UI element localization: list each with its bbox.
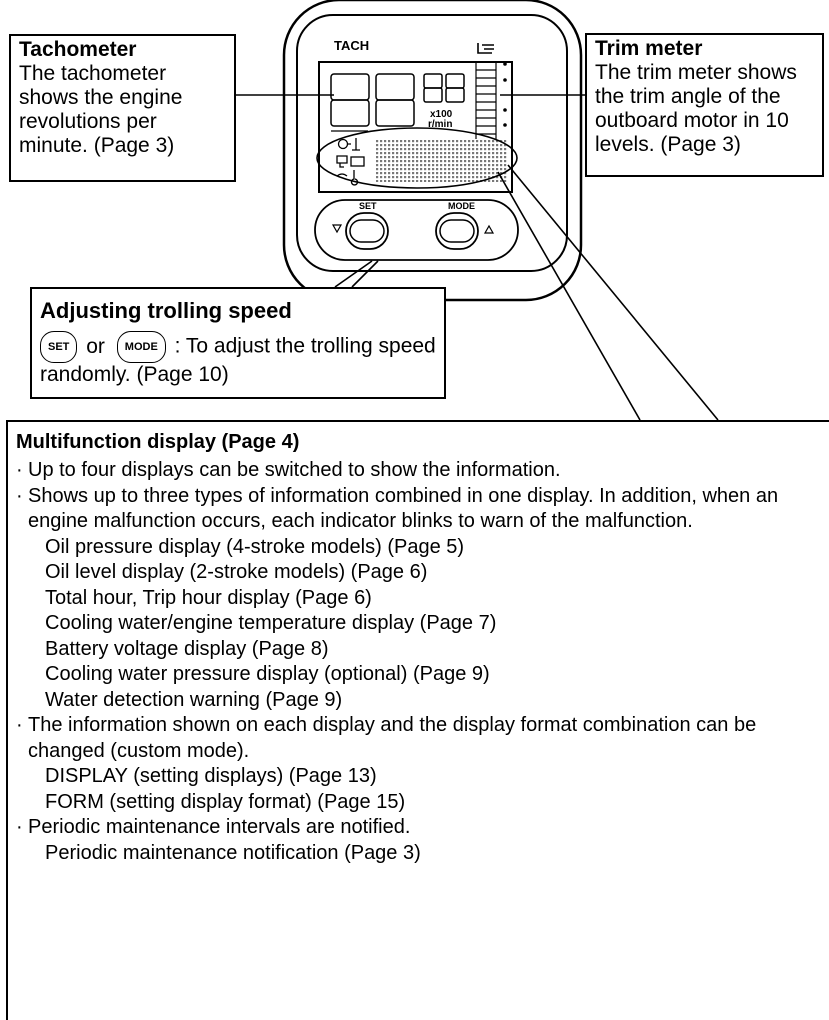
leader-lines	[236, 94, 719, 421]
bullet-item: Shows up to three types of information c…	[16, 484, 829, 535]
multifunction-title: Multifunction display (Page 4)	[16, 431, 300, 453]
sub-item: Cooling water pressure display (optional…	[45, 663, 490, 685]
tach-label: TACH	[334, 38, 369, 53]
trolling-speed-callout: Adjusting trolling speed SET or MODE : T…	[30, 287, 446, 399]
trolling-title: Adjusting trolling speed	[40, 298, 292, 323]
or-text: or	[86, 334, 105, 358]
bezel-dots	[503, 62, 507, 127]
trim-meter-title: Trim meter	[595, 37, 703, 60]
trim-icon	[477, 43, 494, 54]
sub-item: Periodic maintenance notification (Page …	[45, 841, 421, 864]
down-triangle-icon	[331, 224, 343, 234]
unit-rmin: r/min	[428, 119, 452, 130]
unit-x100: x100	[430, 109, 453, 120]
sub-item: Battery voltage display (Page 8)	[45, 637, 329, 660]
up-triangle-icon	[483, 224, 495, 234]
set-button-label: SET	[359, 201, 377, 211]
sub-item: Total hour, Trip hour display (Page 6)	[45, 586, 372, 609]
trim-meter-body: The trim meter shows the trim angle of t…	[595, 61, 797, 156]
multifunction-section: Multifunction display (Page 4) Up to fou…	[6, 420, 829, 1020]
set-key-icon: SET	[40, 331, 78, 363]
tach-digits	[330, 73, 465, 127]
bullet-item: The information shown on each display an…	[16, 713, 829, 764]
bullet-item: Up to four displays can be switched to s…	[16, 458, 829, 484]
indicator-icons	[336, 138, 365, 186]
tachometer-title: Tachometer	[19, 38, 137, 61]
sub-item: DISPLAY (setting displays) (Page 13)	[45, 765, 377, 787]
trim-meter-callout: Trim meter The trim meter shows the trim…	[585, 33, 824, 177]
sub-item: Water detection warning (Page 9)	[45, 688, 343, 711]
multifunction-highlight	[316, 127, 518, 189]
sub-item: Oil level display (2-stroke models) (Pag…	[45, 561, 428, 583]
tachometer-callout: Tachometer The tachometer shows the engi…	[9, 34, 236, 182]
bullet-item: Periodic maintenance intervals are notif…	[16, 815, 829, 841]
mode-button-label: MODE	[448, 201, 475, 211]
sub-item: FORM (setting display format) (Page 15)	[45, 790, 406, 813]
sub-item: Cooling water/engine temperature display…	[45, 612, 497, 634]
sub-item: Oil pressure display (4-stroke models) (…	[45, 535, 465, 558]
mode-key-icon: MODE	[116, 331, 166, 363]
tachometer-body: The tachometer shows the engine revoluti…	[19, 62, 183, 157]
trolling-text: : To adjust the trolling speed randomly.…	[40, 334, 436, 386]
dot-matrix-display	[375, 139, 508, 182]
